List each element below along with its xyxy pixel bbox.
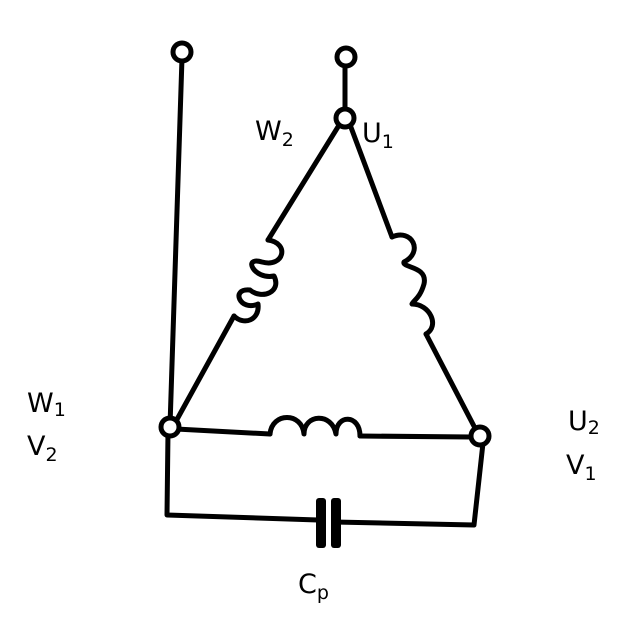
terminal-top-left [170, 40, 194, 64]
winding-bottom [173, 415, 475, 440]
label-w1: W1 [27, 388, 66, 421]
capacitor-cp [316, 498, 341, 548]
terminal-u1-w2 [333, 106, 357, 130]
label-u2: U2 [568, 406, 600, 439]
terminal-top-right [334, 45, 358, 69]
winding-left [172, 119, 344, 426]
label-w2: W2 [255, 116, 294, 151]
terminal-u2-v1 [468, 424, 492, 448]
label-v2: V2 [27, 431, 58, 466]
supply-lead-left [167, 55, 185, 429]
winding-right [346, 119, 479, 433]
label-cp: Cp [298, 569, 329, 604]
label-v1: V1 [566, 450, 597, 485]
terminal-w1-v2 [158, 415, 182, 439]
capacitor-branch [164, 429, 486, 528]
label-u1: U1 [362, 118, 394, 153]
